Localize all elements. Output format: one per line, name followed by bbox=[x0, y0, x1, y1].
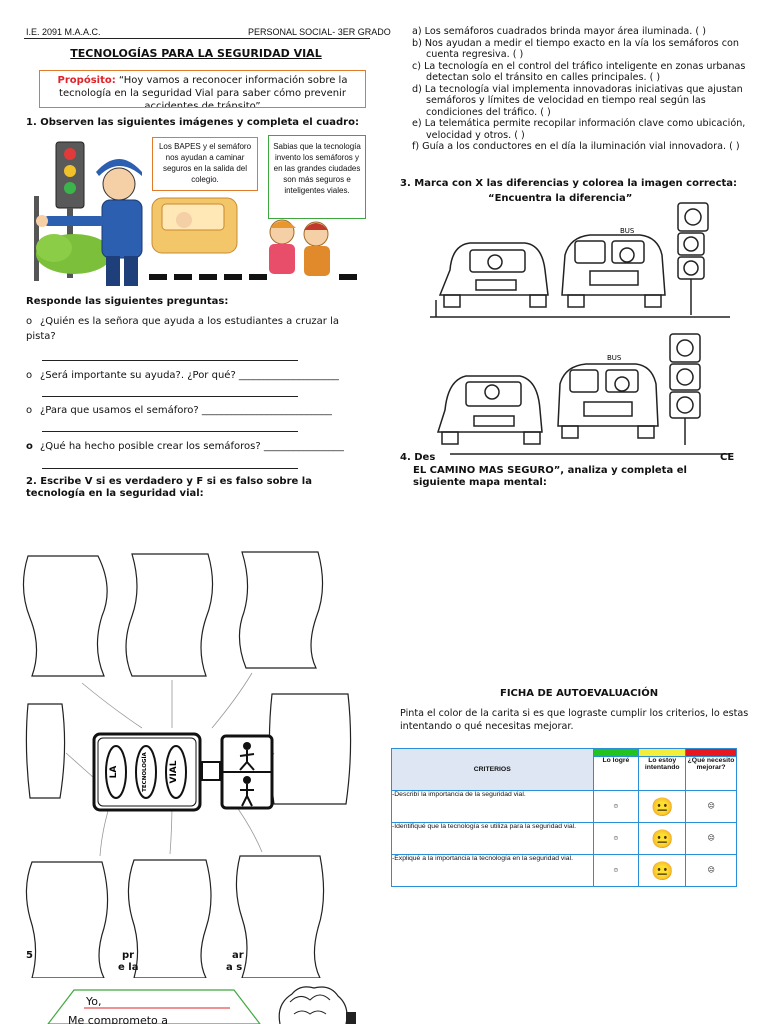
school-name: I.E. 2091 M.A.A.C. bbox=[26, 27, 101, 37]
col-done-label: Lo logré bbox=[592, 756, 640, 791]
map-word-la: LA bbox=[109, 766, 119, 779]
map-box-top-right bbox=[238, 551, 324, 669]
map-word-tecnologia: TECNOLOGÍA bbox=[140, 751, 148, 791]
answer-line-4[interactable] bbox=[42, 468, 298, 469]
question-3: o¿Para que usamos el semáforo? _________… bbox=[26, 405, 332, 416]
section5-fragment-4: a s bbox=[226, 962, 243, 973]
tf-item: a) Los semáforos cuadrados brinda mayor … bbox=[412, 26, 706, 37]
criterion-3: -Expliqué a la importancia la tecnología… bbox=[391, 854, 594, 887]
color-swatch-improve[interactable] bbox=[685, 748, 737, 757]
happy-face-icon[interactable]: ☺ bbox=[592, 854, 640, 887]
map-box-bottom-center bbox=[127, 859, 212, 978]
purpose-box: Propósito: “Hoy vamos a reconocer inform… bbox=[39, 70, 366, 108]
sad-face-icon[interactable]: ☹ bbox=[685, 790, 737, 823]
criteria-table: CRITERIOS Lo logré Lo estoy intentando ¿… bbox=[391, 748, 737, 887]
speech-bubble-left: Los BAPES y el semáforo nos ayudan a cam… bbox=[152, 137, 258, 191]
autoeval-instructions: Pinta el color de la carita si es que lo… bbox=[400, 708, 749, 732]
difference-image-top: BUS bbox=[430, 202, 730, 318]
sad-face-icon[interactable]: ☹ bbox=[685, 854, 737, 887]
map-box-top-left bbox=[22, 555, 108, 677]
child-drawing bbox=[278, 986, 356, 1024]
tf-item: c) La tecnología en el control del tráfi… bbox=[412, 60, 746, 84]
commit-text: Me comprometo a bbox=[68, 1014, 169, 1024]
section4-line1-end: CE bbox=[720, 452, 735, 463]
page-title: TECNOLOGÍAS PARA LA SEGURIDAD VIAL bbox=[70, 47, 322, 60]
bus-label-bottom: BUS bbox=[607, 354, 622, 362]
section5-fragment-3: e la bbox=[118, 962, 139, 973]
table-row: -Expliqué a la importancia la tecnología… bbox=[391, 854, 737, 887]
neutral-face-icon[interactable]: 😐 bbox=[638, 790, 687, 823]
tf-item: f) Guía a los conductores en el día la i… bbox=[412, 141, 740, 152]
map-box-bottom-left bbox=[25, 861, 109, 978]
section4-line1: 4. Des bbox=[400, 452, 436, 463]
answer-line-2[interactable] bbox=[42, 396, 298, 397]
bus-label-top: BUS bbox=[620, 227, 635, 235]
answer-line-3[interactable] bbox=[42, 431, 298, 432]
criterion-1: -Describí la importancia de la seguridad… bbox=[391, 790, 594, 823]
mind-map: LA TECNOLOGÍA VIAL bbox=[22, 551, 352, 978]
tf-item: d) La tecnología vial implementa innovad… bbox=[412, 83, 743, 118]
section2-title: 2. Escribe V si es verdadero y F si es f… bbox=[26, 476, 312, 499]
answer-line-1[interactable] bbox=[42, 360, 298, 361]
tf-item: e) La telemática permite recopilar infor… bbox=[412, 118, 746, 141]
true-false-list: a) Los semáforos cuadrados brinda mayor … bbox=[412, 26, 762, 153]
purpose-text: “Hoy vamos a reconocer información sobre… bbox=[59, 75, 348, 108]
question-2: o¿Será importante su ayuda?. ¿Por qué? _… bbox=[26, 370, 339, 381]
neutral-face-icon[interactable]: 😐 bbox=[638, 822, 687, 855]
color-swatch-done[interactable] bbox=[592, 748, 640, 757]
criteria-header: CRITERIOS bbox=[391, 748, 594, 791]
header-rule bbox=[24, 38, 370, 39]
map-box-top-center bbox=[125, 553, 214, 677]
happy-face-icon[interactable]: ☺ bbox=[592, 790, 640, 823]
commitment-box bbox=[47, 989, 261, 1024]
section5-fragment-1: pr bbox=[122, 950, 135, 961]
commit-yo: Yo, bbox=[86, 995, 102, 1008]
table-row: -Identifiqué que la tecnología se utiliz… bbox=[391, 822, 737, 855]
question-4: o¿Qué ha hecho posible crear los semáfor… bbox=[26, 441, 344, 452]
section5-fragment-2: ar bbox=[232, 950, 244, 961]
question-1: o¿Quién es la señora que ayuda a los est… bbox=[26, 316, 339, 342]
col-trying-label: Lo estoy intentando bbox=[638, 756, 687, 791]
section5-number: 5 bbox=[26, 950, 33, 961]
sad-face-icon[interactable]: ☹ bbox=[685, 822, 737, 855]
section3-subtitle: “Encuentra la diferencia” bbox=[488, 193, 633, 204]
purpose-label: Propósito: bbox=[57, 75, 116, 86]
tf-item: b) Nos ayudan a medir el tiempo exacto e… bbox=[412, 37, 739, 61]
course-name: PERSONAL SOCIAL- 3ER GRADO bbox=[248, 27, 391, 37]
difference-image-bottom: BUS bbox=[436, 333, 730, 455]
happy-face-icon[interactable]: ☺ bbox=[592, 822, 640, 855]
crossing-guard-illustration bbox=[34, 141, 357, 286]
criterion-2: -Identifiqué que la tecnología se utiliz… bbox=[391, 822, 594, 855]
map-word-vial: VIAL bbox=[169, 760, 179, 783]
section4-line2: EL CAMINO MAS SEGURO”, analiza y complet… bbox=[413, 465, 687, 488]
color-swatch-trying[interactable] bbox=[638, 748, 687, 757]
questions-title: Responde las siguientes preguntas: bbox=[26, 296, 229, 307]
map-box-mid-left bbox=[25, 703, 66, 799]
speech-bubble-right: Sabias que la tecnología invento los sem… bbox=[268, 135, 366, 219]
autoeval-title: FICHA DE AUTOEVALUACIÓN bbox=[500, 688, 659, 699]
map-box-mid-right bbox=[268, 693, 352, 805]
section1-title: 1. Observen las siguientes imágenes y co… bbox=[26, 117, 359, 128]
map-box-bottom-right bbox=[235, 855, 325, 978]
section3-title: 3. Marca con X las diferencias y colorea… bbox=[400, 178, 738, 189]
col-improve-label: ¿Qué necesito mejorar? bbox=[685, 756, 737, 791]
neutral-face-icon[interactable]: 😐 bbox=[638, 854, 687, 887]
table-row: -Describí la importancia de la seguridad… bbox=[391, 790, 737, 823]
